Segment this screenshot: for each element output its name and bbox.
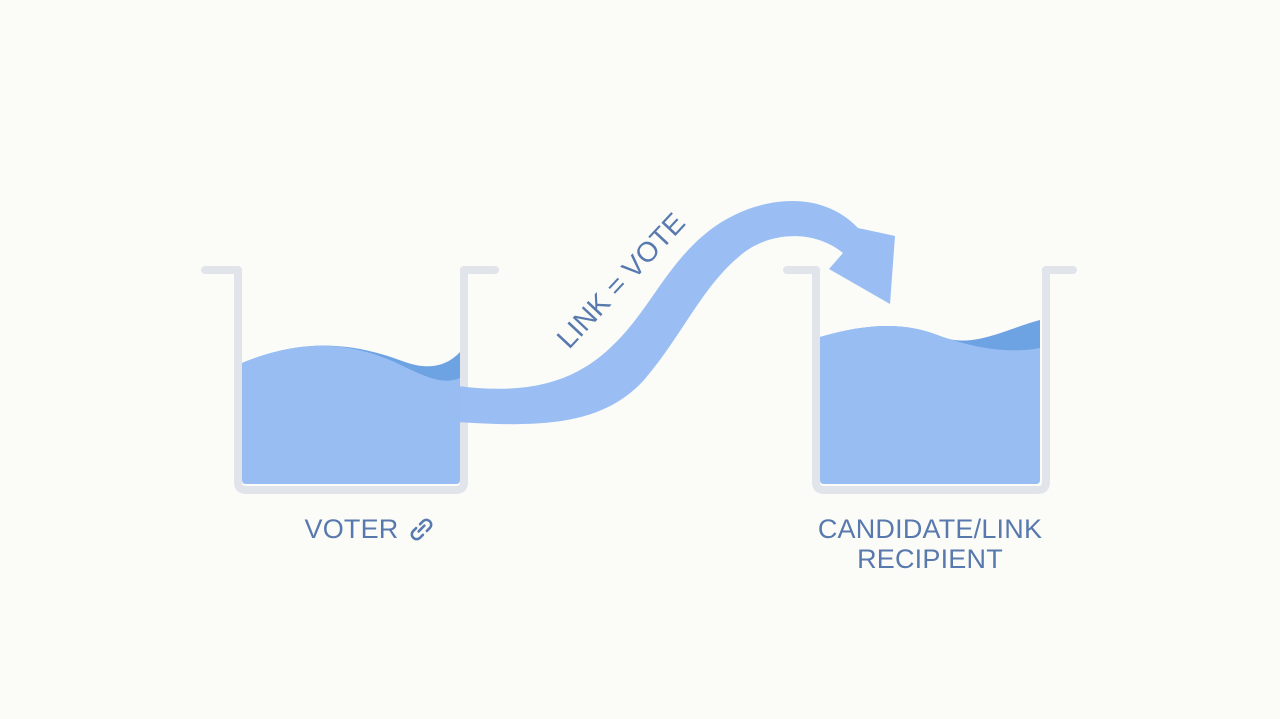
recipient-label: CANDIDATE/LINK RECIPIENT [790, 514, 1070, 574]
voter-water-front-layer [242, 345, 460, 484]
recipient-label-line-1: CANDIDATE/LINK [817, 514, 1043, 544]
recipient-container-outline [783, 266, 1077, 494]
vote-flow-arrow [458, 201, 895, 425]
recipient-container [783, 266, 1077, 494]
voter-container-outline [201, 266, 499, 494]
recipient-label-line-2: RECIPIENT [857, 544, 1003, 574]
voter-label: VOTER [304, 514, 399, 544]
voter-container [201, 266, 499, 494]
recipient-water-front-layer [820, 325, 1040, 484]
voter-label-group: VOTER [280, 514, 460, 544]
chain-link-icon [410, 518, 432, 540]
vote-flow-stream [458, 201, 895, 425]
